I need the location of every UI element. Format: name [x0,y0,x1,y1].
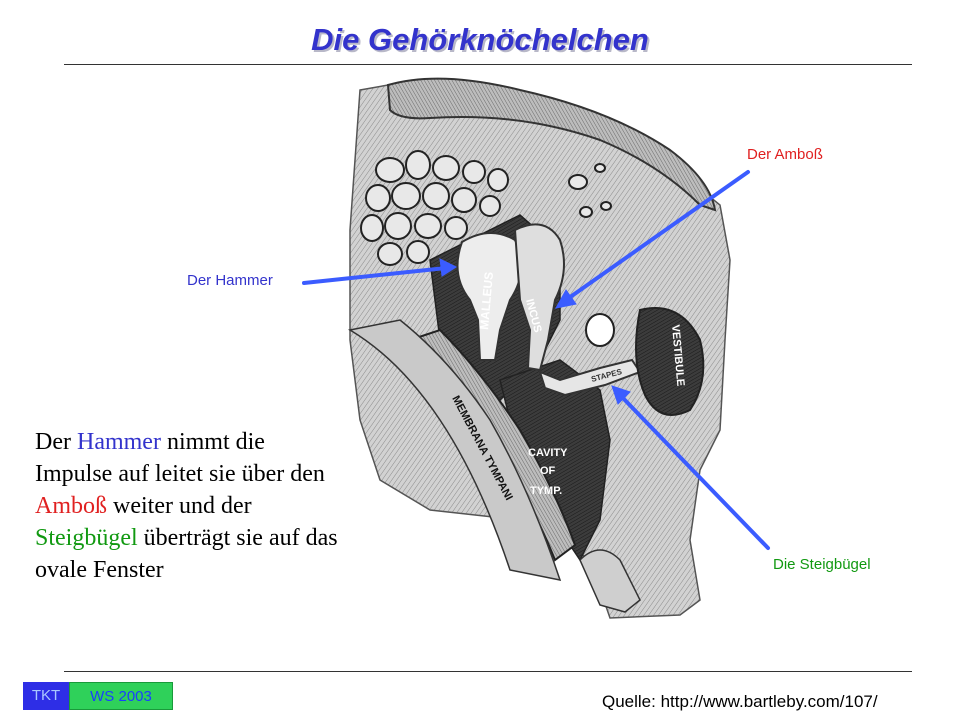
title-divider [64,64,912,65]
amboss-arrow [564,170,750,302]
label-hammer: Der Hammer [187,272,273,289]
upper-bone-ridge [386,77,717,212]
footer-divider [64,671,912,672]
incus-bone [513,223,565,372]
figure-label-vestibule: VESTIBULE [669,324,686,387]
body-amboss: Amboß [35,493,107,519]
amboss-arrowhead [555,289,577,309]
hammer-arrowhead [439,258,458,277]
mastoid-air-cells [360,150,612,266]
outer-canal-wall [347,319,562,581]
figure-label-malleus: MALLEUS [477,271,496,330]
description-text: Der Hammer nimmt die Impulse auf leitet … [35,426,345,586]
slide-title: Die Gehörknöchelchen [311,22,649,57]
lower-bone-process [579,549,641,613]
body-part-4: überträgt sie auf das ovale Fenster [35,525,338,583]
oval-window [585,313,615,347]
figure-label-of: OF [540,465,556,477]
figure-label-cavity: CAVITY [528,447,568,459]
body-part-1: Der [35,429,77,455]
figure-label-tymp: TYMP. [530,485,562,497]
body-hammer: Hammer [76,429,161,455]
malleus-bone [456,232,523,361]
body-part-3: weiter und der [107,493,252,519]
body-part-2: nimmt die Impulse auf leitet sie über de… [35,429,325,487]
badge-semester: WS 2003 [69,682,173,710]
source-citation: Quelle: http://www.bartleby.com/107/ [602,692,878,711]
badge-tkt: TKT [23,682,69,710]
steigbuegel-arrowhead [611,385,631,405]
hammer-arrow [302,266,448,285]
label-amboss: Der Amboß [747,146,823,163]
label-steigbuegel: Die Steigbügel [773,556,871,573]
pointer-arrows [302,170,770,550]
steigbuegel-arrow [618,393,770,550]
body-steigbuegel: Steigbügel [35,525,138,551]
vestibule [635,307,705,416]
